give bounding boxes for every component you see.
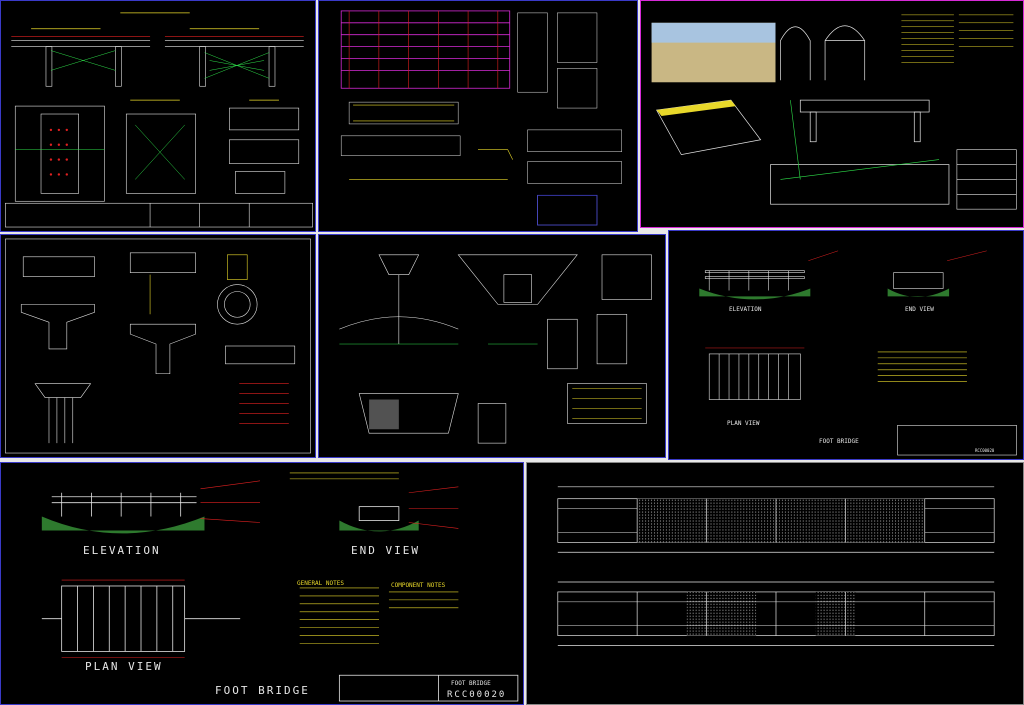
sheet-8-drawing: [557, 486, 995, 646]
sheet-6-end-view-label: END VIEW: [905, 306, 934, 313]
drawing-sheet-4[interactable]: [0, 234, 316, 458]
sheet-5-drawing: [339, 254, 652, 444]
sheet-6-elevation-label: ELEVATION: [729, 306, 762, 313]
sheet-7-general-notes-heading: GENERAL NOTES: [297, 580, 344, 587]
sheet-2-drawing: [340, 10, 622, 226]
sheet-4-drawing: [5, 238, 311, 454]
drawing-sheet-6[interactable]: ELEVATION END VIEW PLAN VIEW FOOT BRIDGE…: [668, 230, 1024, 460]
sheet-6-title: FOOT BRIDGE: [819, 438, 859, 445]
sheet-7-end-view-label: END VIEW: [351, 544, 420, 557]
sheet-1-drawing: [5, 12, 313, 228]
sheet-7-code: RCC00020: [447, 690, 507, 700]
drawing-sheet-7[interactable]: ELEVATION END VIEW PLAN VIEW FOOT BRIDGE…: [0, 462, 524, 705]
sheet-7-component-notes-heading: COMPONENT NOTES: [391, 582, 446, 589]
drawing-sheet-2[interactable]: [318, 0, 638, 232]
drawing-sheet-1[interactable]: [0, 0, 316, 232]
sheet-7-plan-view-label: PLAN VIEW: [85, 660, 163, 673]
sheet-7-drawing: [41, 472, 519, 702]
sheet-6-code: RCC00020: [975, 448, 995, 453]
sheet-6-drawing: [699, 250, 1017, 456]
sheet-7-title-block-name: FOOT BRIDGE: [451, 680, 491, 687]
sheet-7-elevation-label: ELEVATION: [83, 544, 161, 557]
drawing-sheet-8[interactable]: [526, 462, 1024, 705]
sheet-7-title: FOOT BRIDGE: [215, 684, 310, 697]
sheet-6-plan-view-label: PLAN VIEW: [727, 420, 760, 427]
drawing-sheet-3[interactable]: [640, 0, 1024, 228]
drawing-sheet-5[interactable]: [318, 234, 666, 458]
sheet-3-drawing: [651, 14, 1017, 210]
